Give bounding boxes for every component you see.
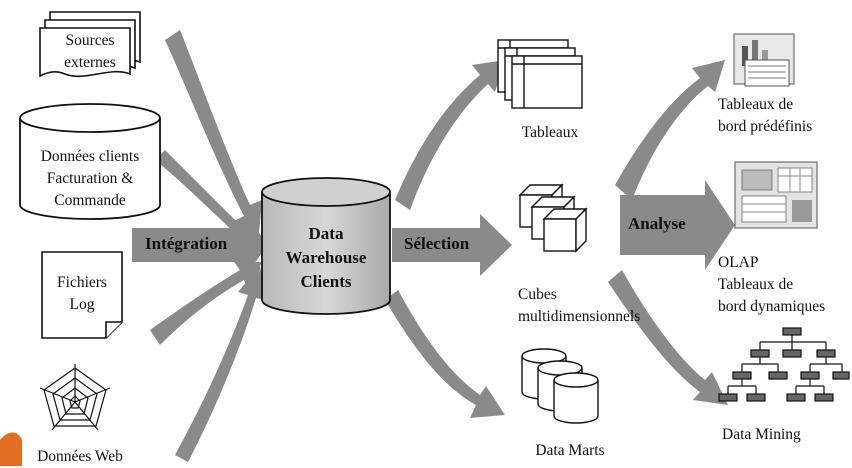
label-log-files: Fichiers Log: [57, 274, 107, 313]
arrow-from-logs: [150, 262, 262, 345]
olap-icon: [734, 161, 818, 229]
dashboard-icon: [733, 33, 795, 87]
label-dashboards: Tableaux de bord prédéfinis: [718, 96, 813, 135]
arrow-to-tables: [395, 60, 505, 210]
label-web-data: Données Web: [37, 448, 123, 465]
selection-arrows: [385, 60, 512, 418]
analysis-arrows: [608, 60, 735, 405]
web-icon: [39, 364, 111, 431]
label-integration: Intégration: [145, 234, 228, 253]
arrow-from-clients: [155, 150, 258, 250]
data-marts-icon: [521, 348, 599, 424]
tables-icon: [497, 39, 583, 109]
label-analysis: Analyse: [628, 214, 686, 233]
selection-arrow-shaft: [392, 214, 512, 276]
label-data-marts: Data Marts: [535, 442, 605, 459]
external-sources-icon: [39, 11, 141, 78]
arrow-to-mining: [608, 270, 728, 405]
orange-accent: [0, 432, 22, 466]
arrow-from-external: [165, 30, 262, 245]
label-external-sources: Sources externes: [64, 32, 116, 71]
arrow-from-web: [175, 265, 265, 462]
integration-arrow-shaft: [132, 214, 268, 276]
label-selection: Sélection: [404, 234, 470, 253]
cubes-icon: [518, 183, 588, 253]
label-client-data: Données clients Facturation & Commande: [40, 148, 140, 209]
label-data-warehouse: Data Warehouse Clients: [285, 224, 367, 291]
log-files-icon: [41, 251, 123, 339]
client-data-cylinder-icon: [19, 103, 161, 220]
label-tables: Tableaux: [521, 124, 579, 141]
analysis-arrow-shaft: [620, 180, 735, 270]
label-cubes: Cubes multidimensionnels: [518, 286, 641, 325]
arrow-to-marts: [385, 290, 505, 418]
warehouse-cylinder-icon: [261, 177, 391, 315]
arrow-to-dashboards: [615, 60, 725, 200]
label-olap: OLAP Tableaux de bord dynamiques: [718, 254, 826, 315]
integration-arrows: [132, 30, 268, 462]
label-data-mining: Data Mining: [722, 426, 801, 443]
data-mining-icon: [718, 327, 850, 402]
